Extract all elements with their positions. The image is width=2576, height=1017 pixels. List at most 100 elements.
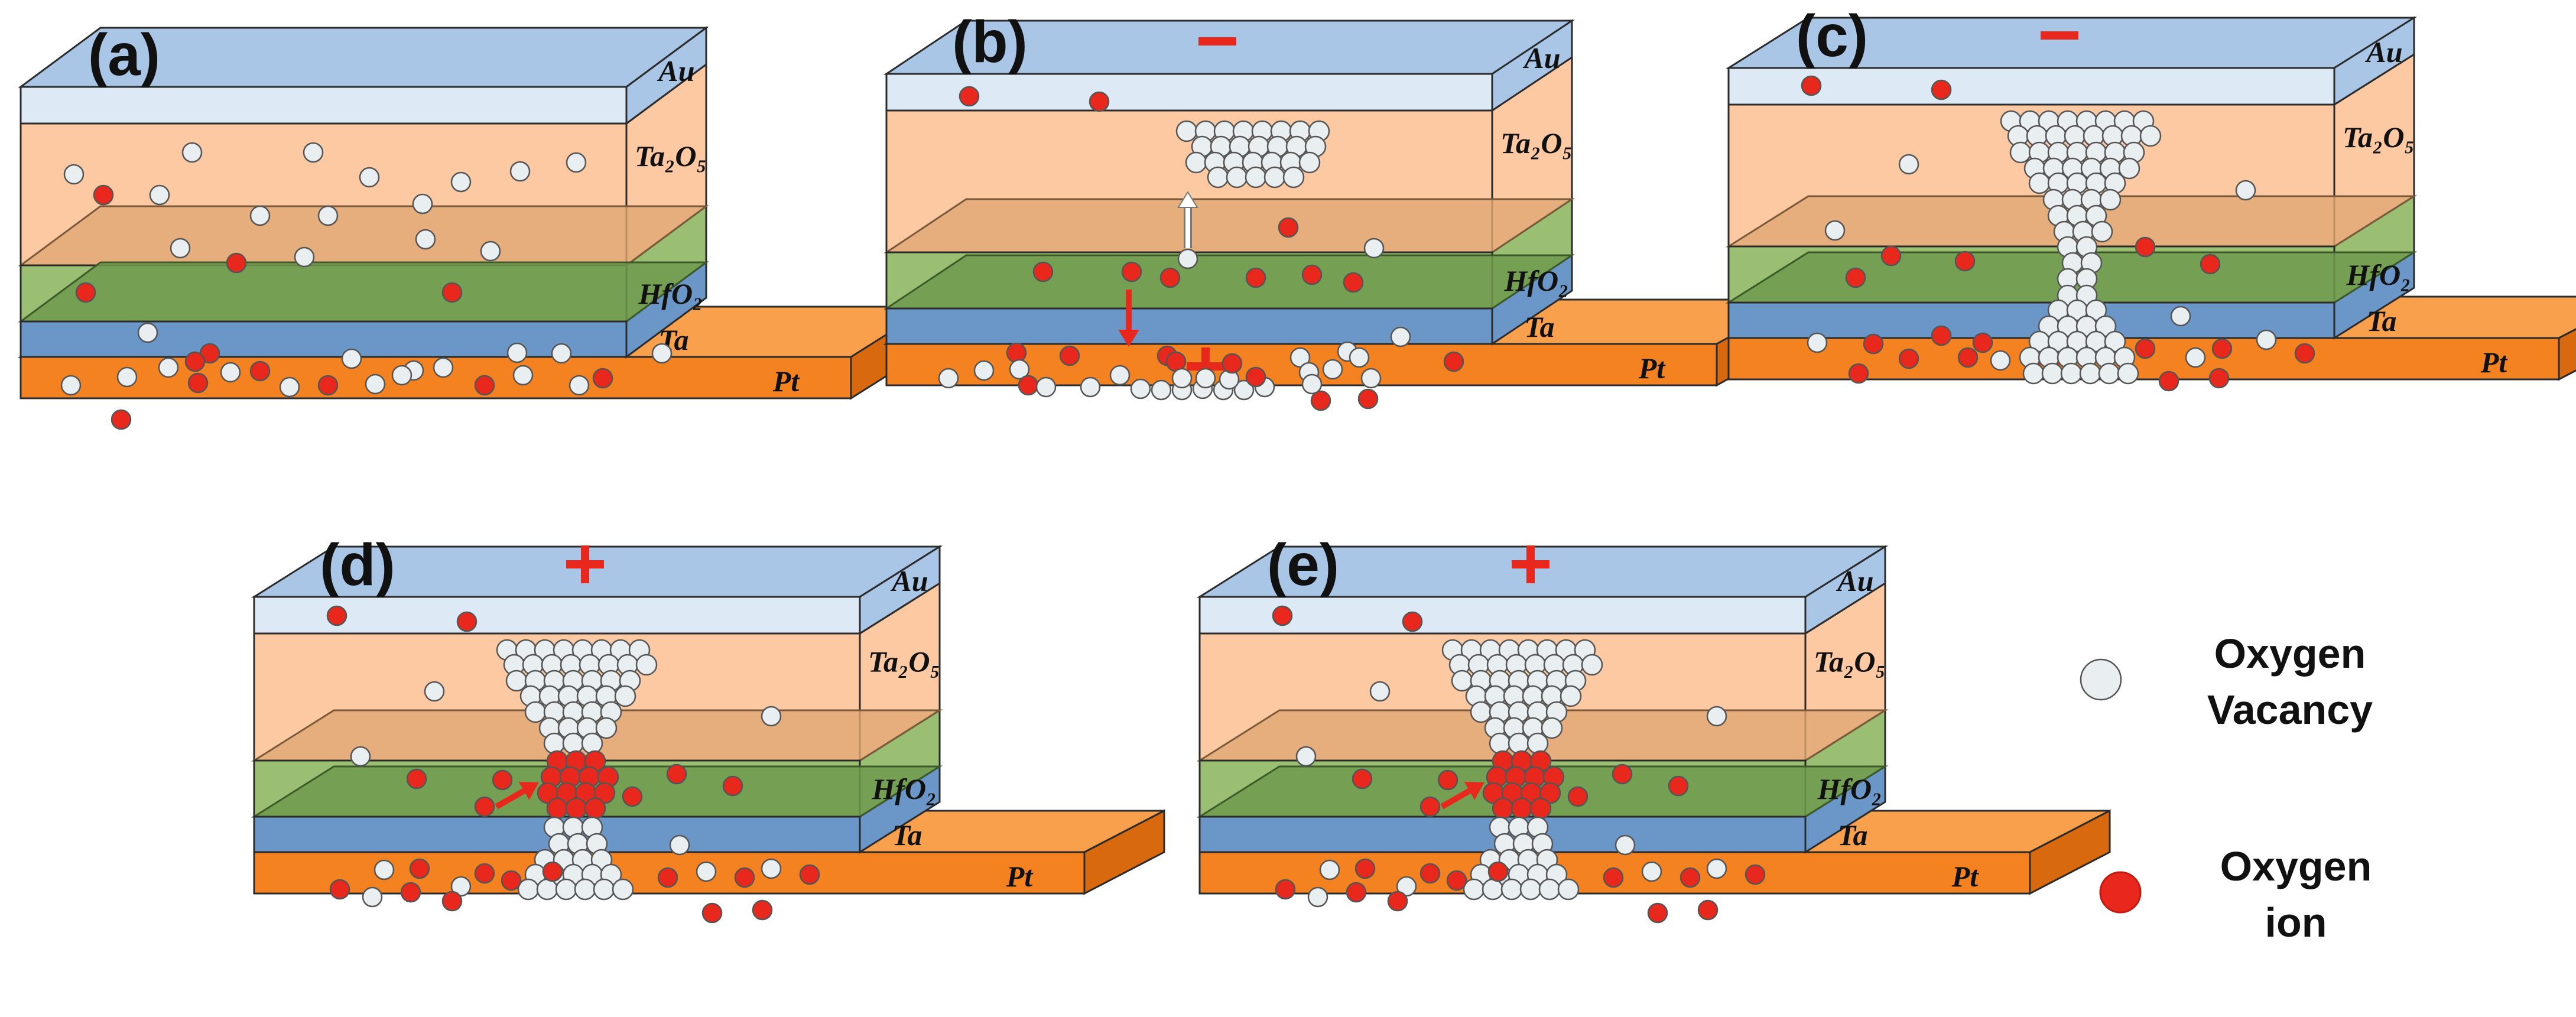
hfo2-ta-interface [883, 254, 1575, 310]
oxygen-vacancy [415, 229, 436, 250]
pt-label: Pt [1006, 860, 1034, 893]
oxygen-ion [1880, 245, 1902, 267]
oxygen-vacancy [1482, 878, 1504, 901]
oxygen-ion [1159, 267, 1181, 288]
oxygen-vacancy [2118, 157, 2140, 180]
oxygen-ion [111, 409, 132, 430]
oxygen-vacancy [1226, 166, 1248, 189]
oxygen-vacancy [2098, 362, 2120, 385]
oxygen-vacancy [1615, 834, 1636, 856]
sign-bar-h [1198, 37, 1236, 46]
oxygen-ion [1863, 333, 1884, 355]
oxygen-ion [187, 372, 209, 394]
oxygen-vacancy [1263, 166, 1286, 189]
oxygen-ion [565, 797, 587, 820]
oxygen-vacancy [1824, 220, 1846, 241]
ion-reoxidation-arrow [495, 781, 539, 810]
oxygen-ion [501, 870, 522, 891]
oxygen-ion [2099, 871, 2142, 914]
oxygen-ion [752, 899, 773, 921]
oxygen-vacancy [612, 878, 634, 901]
oxygen-vacancy [1322, 359, 1343, 380]
oxygen-ion [1275, 879, 1296, 900]
oxygen-vacancy [1500, 878, 1523, 901]
oxygen-vacancy [170, 238, 191, 259]
oxygen-vacancy [536, 878, 558, 901]
oxygen-ion [657, 867, 678, 888]
oxygen-vacancy [249, 205, 271, 226]
oxygen-ion [1848, 363, 1869, 384]
oxygen-ion [1612, 763, 1633, 785]
oxygen-ion [1697, 899, 1719, 921]
oxygen-ion [701, 902, 723, 924]
oxygen-ion [1032, 261, 1054, 282]
legend-vacancy-line1: Oxygen [2214, 631, 2366, 677]
oxygen-vacancy [669, 834, 690, 856]
oxygen-vacancy [696, 861, 717, 882]
oxygen-vacancy [350, 746, 371, 767]
oxygen-vacancy [512, 365, 534, 386]
au-front-face [20, 86, 628, 125]
oxygen-ion [1352, 768, 1373, 789]
oxygen-vacancy [1035, 376, 1057, 398]
oxygen-vacancy [1470, 701, 1492, 723]
oxygen-vacancy [1171, 368, 1193, 389]
oxygen-ion [1343, 272, 1364, 293]
oxygen-vacancy [1185, 151, 1207, 174]
oxygen-vacancy [1360, 368, 1382, 389]
oxygen-vacancy [1807, 332, 1828, 353]
pt-label: Pt [1638, 352, 1667, 385]
oxygen-ion [249, 360, 271, 382]
oxygen-ion [2200, 254, 2221, 275]
oxygen-vacancy [555, 878, 577, 901]
oxygen-ion [2294, 343, 2315, 364]
oxygen-vacancy [1319, 859, 1340, 880]
oxygen-vacancy [635, 654, 658, 676]
oxygen-ion [1006, 342, 1027, 363]
hfo2-label: HfO₂ [1817, 772, 1882, 805]
oxygen-vacancy [761, 858, 782, 879]
oxygen-vacancy [1295, 746, 1317, 767]
top-electrode-sign [1198, 37, 1236, 46]
oxygen-vacancy [1207, 166, 1229, 189]
oxygen-vacancy [1538, 878, 1561, 901]
oxygen-ion [592, 368, 613, 389]
panel-label: (e) [1267, 532, 1339, 598]
ion-reoxidation-arrow [1440, 781, 1484, 810]
oxygen-vacancy [2170, 306, 2191, 327]
oxygen-ion [1443, 351, 1464, 372]
oxygen-ion [406, 768, 427, 789]
oxygen-vacancy [1363, 238, 1385, 259]
oxygen-vacancy [1151, 379, 1172, 401]
legend-vacancy-line2: Vacancy [2207, 687, 2373, 733]
au-label: Au [2364, 35, 2402, 69]
oxygen-vacancy [1396, 876, 1417, 897]
oxygen-vacancy [1245, 166, 1267, 189]
oxygen-vacancy [938, 368, 959, 389]
oxygen-ion [1898, 348, 1919, 369]
oxygen-vacancy [574, 878, 596, 901]
oxygen-vacancy [2028, 172, 2051, 194]
ion-downward-arrow [1118, 290, 1139, 347]
oxygen-vacancy [137, 322, 158, 343]
oxygen-vacancy [761, 706, 782, 727]
oxygen-ion [474, 863, 495, 884]
oxygen-vacancy [1009, 359, 1030, 380]
oxygen-vacancy [1307, 886, 1328, 908]
oxygen-ion [1121, 261, 1142, 282]
oxygen-vacancy [651, 343, 673, 364]
oxygen-ion [1437, 769, 1458, 791]
oxygen-ion [1567, 786, 1589, 807]
oxygen-vacancy [2085, 299, 2107, 321]
oxygen-vacancy [294, 246, 315, 268]
oxygen-vacancy [1557, 878, 1580, 901]
oxygen-vacancy [1130, 378, 1151, 399]
au-side-face [1491, 19, 1573, 112]
au-side-face [859, 545, 941, 635]
oxygen-vacancy [2080, 658, 2122, 701]
oxygen-vacancy [450, 171, 472, 193]
au-side-face [1804, 545, 1886, 635]
oxygen-vacancy [2139, 125, 2162, 147]
